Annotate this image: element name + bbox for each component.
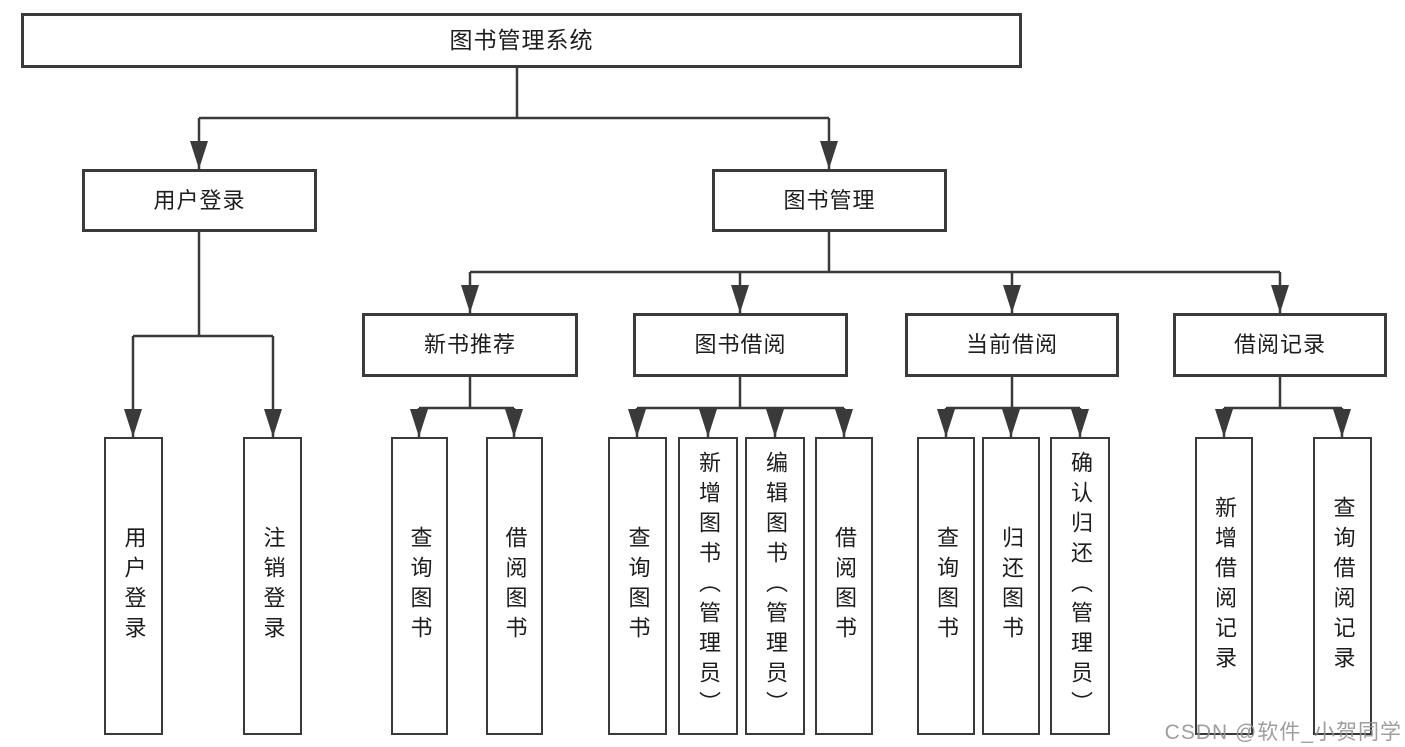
leaf-borrow-add-books-admin: 新增图书（管理员） xyxy=(678,437,738,735)
csdn-watermark: CSDN @软件_小贺同学 xyxy=(1164,721,1402,744)
node-book-borrowing: 图书借阅 xyxy=(633,313,848,377)
node-user-login-label: 用户登录 xyxy=(153,187,246,213)
leaf-borrow-edit-books-admin-label: 编辑图书（管理员） xyxy=(763,451,788,721)
leaf-user-login: 用户登录 xyxy=(104,437,163,735)
leaf-current-query-books: 查询图书 xyxy=(917,437,975,735)
leaf-recommend-borrow-books-label: 借阅图书 xyxy=(502,526,528,646)
leaf-user-login-label: 用户登录 xyxy=(121,526,147,646)
leaf-logout: 注销登录 xyxy=(243,437,302,735)
node-book-management: 图书管理 xyxy=(712,169,947,232)
node-current-borrowing: 当前借阅 xyxy=(905,313,1119,377)
leaf-recommend-query-books-label: 查询图书 xyxy=(407,526,433,646)
node-book-borrowing-label: 图书借阅 xyxy=(694,332,787,357)
node-book-management-label: 图书管理 xyxy=(783,187,876,213)
leaf-logout-label: 注销登录 xyxy=(260,526,286,646)
leaf-record-query-record-label: 查询借阅记录 xyxy=(1330,496,1356,676)
leaf-recommend-borrow-books: 借阅图书 xyxy=(486,437,543,735)
leaf-current-query-books-label: 查询图书 xyxy=(934,526,959,646)
connector-root-to-level2 xyxy=(197,68,831,169)
leaf-record-query-record: 查询借阅记录 xyxy=(1313,437,1372,735)
connector-recommend-to-leaves xyxy=(417,377,516,437)
node-root: 图书管理系统 xyxy=(21,13,1022,68)
leaf-borrow-borrow-books: 借阅图书 xyxy=(815,437,873,735)
node-new-book-recommend: 新书推荐 xyxy=(362,313,578,377)
leaf-borrow-edit-books-admin: 编辑图书（管理员） xyxy=(745,437,805,735)
node-new-book-recommend-label: 新书推荐 xyxy=(423,332,516,357)
leaf-borrow-add-books-admin-label: 新增图书（管理员） xyxy=(696,451,721,721)
node-current-borrowing-label: 当前借阅 xyxy=(965,332,1058,357)
leaf-current-confirm-return-admin: 确认归还（管理员） xyxy=(1050,437,1110,735)
leaf-borrow-query-books-label: 查询图书 xyxy=(625,526,651,646)
connector-bookmgmt-to-level3 xyxy=(468,232,1282,313)
arrowheads xyxy=(124,141,1351,437)
leaf-current-return-books: 归还图书 xyxy=(982,437,1040,735)
node-root-label: 图书管理系统 xyxy=(449,27,594,53)
connector-userlogin-to-leaves xyxy=(131,232,275,437)
connector-records-to-leaves xyxy=(1222,377,1344,437)
connector-borrowing-to-leaves xyxy=(635,377,846,437)
node-borrowing-records-label: 借阅记录 xyxy=(1233,332,1326,357)
node-user-login: 用户登录 xyxy=(82,169,317,232)
leaf-borrow-borrow-books-label: 借阅图书 xyxy=(832,526,857,646)
leaf-borrow-query-books: 查询图书 xyxy=(608,437,667,735)
leaf-current-return-books-label: 归还图书 xyxy=(999,526,1024,646)
leaf-record-add-record-label: 新增借阅记录 xyxy=(1212,496,1237,676)
leaf-record-add-record: 新增借阅记录 xyxy=(1195,437,1253,735)
leaf-current-confirm-return-admin-label: 确认归还（管理员） xyxy=(1068,451,1093,721)
leaf-recommend-query-books: 查询图书 xyxy=(391,437,448,735)
node-borrowing-records: 借阅记录 xyxy=(1173,313,1387,377)
